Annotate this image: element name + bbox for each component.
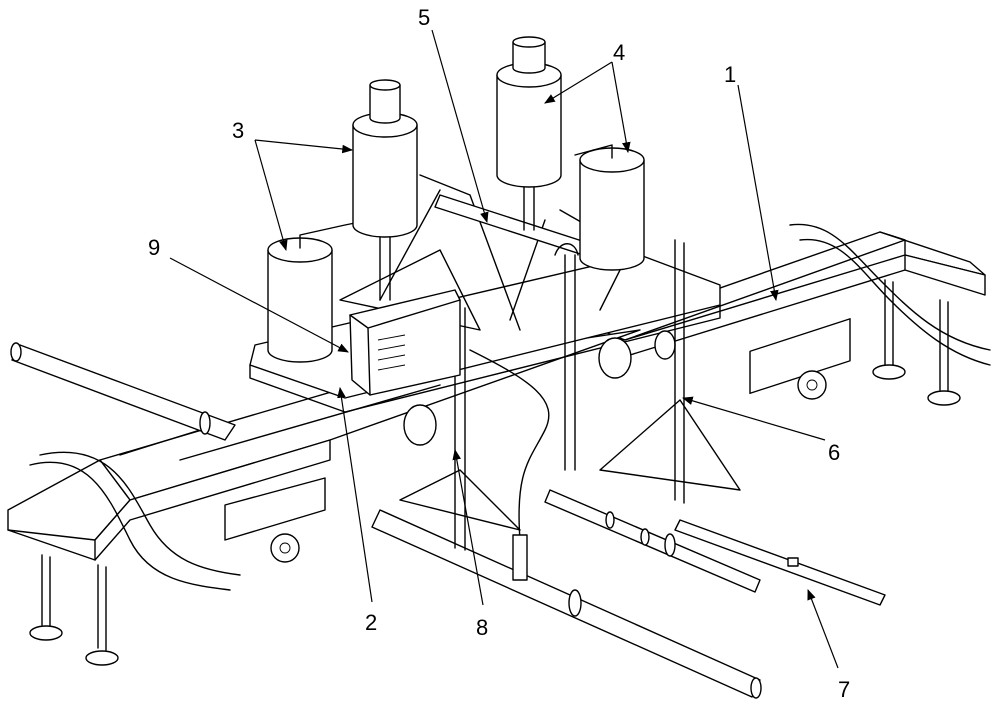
pipe-left	[11, 343, 235, 440]
handwheel	[271, 534, 299, 562]
callout-1: 1	[724, 62, 736, 87]
callout-8: 8	[476, 615, 488, 640]
callout-4: 4	[613, 40, 625, 65]
rail-leg	[30, 555, 118, 665]
cylinder-right-tall	[497, 37, 561, 230]
callout-3: 3	[232, 118, 244, 143]
callout-9: 9	[148, 235, 160, 260]
rail-leg	[873, 280, 960, 405]
callout-7: 7	[838, 677, 850, 702]
tank-right-short	[575, 145, 644, 270]
handwheel	[798, 371, 826, 399]
callout-6: 6	[828, 440, 840, 465]
callout-5: 5	[418, 5, 430, 30]
callout-2: 2	[365, 610, 377, 635]
